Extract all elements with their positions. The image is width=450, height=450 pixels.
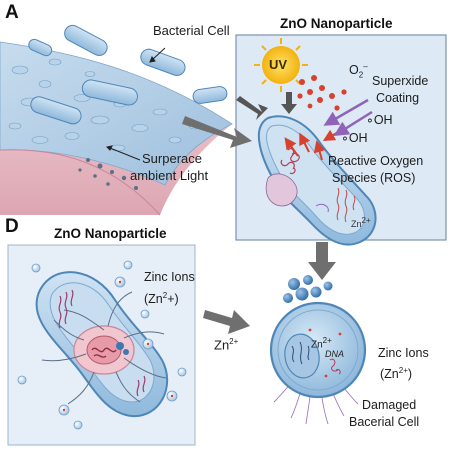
damaged-cell-line1: Damaged (362, 398, 417, 412)
pointer-lines-a (105, 47, 166, 161)
o2-symbol: O (349, 63, 359, 78)
dna-label: DNA (325, 349, 345, 359)
o2-superscript: – (363, 62, 368, 71)
panel-d-zinc-ions-line1: Zinc Ions (144, 270, 195, 284)
cell-zinc-ions-line1: Zinc Ions (378, 346, 429, 360)
surface-label-line1: Surperace (142, 151, 202, 166)
panel-d-ions (17, 260, 187, 430)
hydroxyl-label-2: ∘OH (341, 131, 368, 145)
cell-zinc-ions-line2: (Zn2+) (380, 363, 412, 382)
hydroxyl-label-1: ∘OH (366, 113, 393, 127)
zn-arrow-symbol: Zn (214, 337, 230, 353)
superoxide-line1: Superxide (372, 74, 429, 88)
arrow-d-to-cell (203, 310, 250, 334)
cell-zn-pre: (Zn (380, 367, 399, 382)
cell-zn-line2-superscript: 2+ (398, 366, 408, 375)
ros-label-line1: Reactive Oxygen (328, 154, 424, 168)
panel-d-zn-superscript: 2 (162, 291, 168, 300)
panel-d-title: ZnO Nanoparticle (54, 226, 167, 241)
ros-dots (297, 75, 347, 111)
cell-zn-superscript: 2+ (322, 336, 332, 345)
bacteria-rods (28, 24, 228, 125)
panel-letter-a: A (5, 2, 19, 23)
uv-arrows (236, 92, 297, 120)
panel-d-bacterium (35, 271, 168, 418)
arrow-slab-to-inset (182, 116, 252, 148)
superoxide-line2: Coating (376, 91, 420, 105)
damaged-round-cell (269, 301, 367, 425)
bacterial-cell-label: Bacterial Cell (153, 23, 230, 38)
zn-arrow-superscript: 2+ (229, 337, 239, 346)
panel-d-zn-post: +) (167, 292, 179, 307)
surface-label-line2: ambient Light (130, 168, 209, 183)
o2-subscript: 2 (358, 70, 364, 80)
surface-slab (0, 41, 233, 216)
panel-d-zinc-ions-line2: (Zn2+) (144, 288, 179, 307)
cell-zn-label: Zn2+ (311, 336, 332, 350)
cell-zn-post: ) (407, 367, 413, 382)
uv-sun (254, 38, 308, 92)
arrow-inset-down (308, 242, 336, 280)
inset-zn-superscript: 2+ (361, 216, 371, 225)
panel-d-ion-marks (62, 280, 174, 412)
inset-title: ZnO Nanoparticle (280, 16, 393, 31)
np-cluster (283, 275, 333, 303)
uv-label: UV (269, 57, 288, 72)
panel-d-zn-pre: (Zn (144, 292, 163, 307)
cell-zn-symbol: Zn (311, 339, 323, 351)
superoxide-arrows (323, 98, 373, 136)
inset-zn-symbol: Zn (351, 219, 362, 229)
panel-letter-d: D (5, 216, 19, 237)
o2-minus-label: O2– (349, 59, 368, 83)
ros-label-line2: Species (ROS) (332, 171, 416, 185)
zn-arrow-label: Zn2+ (214, 334, 238, 352)
inset-zn-label: Zn2+ (351, 216, 371, 229)
damaged-cell-line2: Bacerial Cell (349, 415, 420, 429)
